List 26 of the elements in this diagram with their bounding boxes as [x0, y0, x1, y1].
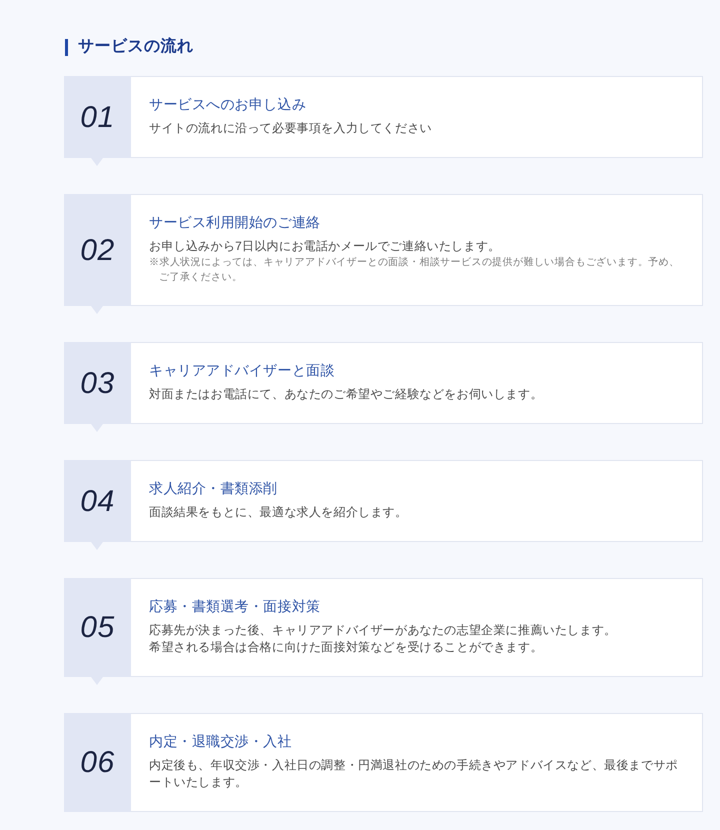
step-card	[64, 713, 703, 812]
step-number: 06	[64, 713, 131, 812]
step-card	[64, 342, 703, 424]
note-text: ※求人状況によっては、キャリアアドバイザーとの面談・相談サービスの提供が難しい場合もございます。予め、ご了承ください。	[149, 256, 680, 285]
step-description: サイトの流れに沿って必要事項を入力してください	[149, 120, 433, 137]
step-description: お申し込みから7日以内にお電話かメールでご連絡いたします。	[149, 238, 502, 255]
step-description: 対面またはお電話にて、あなたのご希望やご経験などをお伺いします。	[149, 386, 544, 403]
step-number: 01	[64, 76, 131, 158]
step-number: 04	[64, 460, 131, 542]
step-card	[64, 194, 703, 306]
step-number: 05	[64, 578, 131, 677]
step-description: 面談結果をもとに、最適な求人を紹介します。	[149, 504, 408, 521]
step-title: 求人紹介・書類添削	[149, 479, 279, 498]
step-description: 内定後も、年収交渉・入社日の調整・円満退社のための手続きやアドバイスなど、最後までサポートいたします。	[149, 757, 679, 791]
step-card	[64, 76, 703, 158]
step-card	[64, 460, 703, 542]
step-title: キャリアアドバイザーと面談	[149, 361, 336, 380]
step-title: 応募・書類選考・面接対策	[149, 597, 322, 616]
step-title: 内定・退職交渉・入社	[149, 732, 293, 751]
step-card	[64, 578, 703, 677]
section-heading: サービスの流れ	[78, 37, 194, 57]
step-number: 03	[64, 342, 131, 424]
step-description: 応募先が決まった後、キャリアアドバイザーがあなたの志望企業に推薦いたします。希望される場合は合格に向けた面接対策などを受けることができます。	[149, 622, 618, 656]
step-number: 02	[64, 194, 131, 306]
step-title: サービスへのお申し込み	[149, 95, 308, 114]
step-title: サービス利用開始のご連絡	[149, 213, 322, 232]
